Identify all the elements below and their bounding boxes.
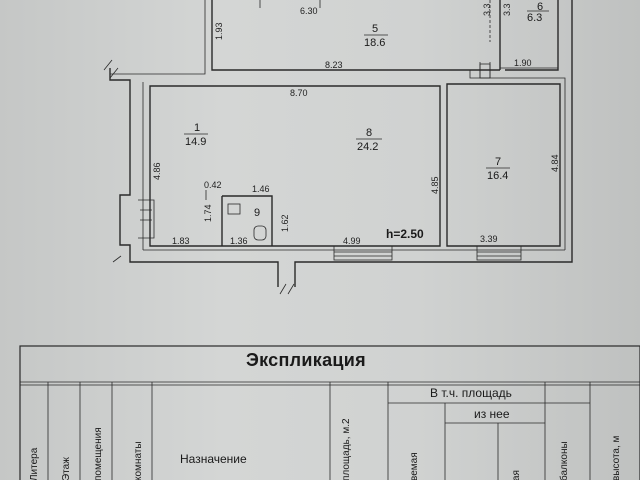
col-living: вемая [409, 452, 420, 480]
dim-top-870: 8.70 [290, 88, 308, 98]
dim-183: 1.83 [172, 236, 190, 246]
col-purpose: Назначение [180, 452, 247, 466]
group-header: В т.ч. площадь [430, 386, 512, 400]
room-6-area: 6.3 [527, 12, 542, 24]
ceiling-height-label: h=2.50 [386, 227, 424, 241]
room-5-number: 5 [372, 23, 378, 35]
col-aux: ая [511, 470, 522, 480]
room-1-number: 1 [194, 122, 200, 134]
col-area: площадь, м.2 [341, 418, 352, 480]
room-1-area: 14.9 [185, 136, 206, 148]
col-floor: Этаж [61, 457, 72, 480]
dim-146: 1.46 [252, 184, 270, 194]
room-6-number: 6 [537, 1, 543, 13]
room-5-area: 18.6 [364, 37, 385, 49]
dim-339: 3.39 [480, 234, 498, 244]
dim-162: 1.62 [280, 214, 290, 232]
dim-room5-height: 1.93 [214, 22, 224, 40]
dim-room6-width: 1.90 [514, 58, 532, 68]
dim-room6-h2: 3.3 [502, 3, 512, 16]
col-premises: помещения [93, 427, 104, 480]
dim-room5-width: 8.23 [325, 60, 343, 70]
room-8-number: 8 [366, 127, 372, 139]
sub-header: из нее [474, 407, 510, 421]
col-balconies: балконы [559, 441, 570, 480]
dim-left-486: 4.86 [152, 162, 162, 180]
dim-499: 4.99 [343, 236, 361, 246]
room-9-number: 9 [254, 207, 260, 219]
col-height: высота, м [611, 435, 622, 480]
room-7-number: 7 [495, 156, 501, 168]
dim-room6-h1: 3.3 [482, 3, 492, 16]
col-litera: Литера [29, 447, 40, 480]
dim-136: 1.36 [230, 236, 248, 246]
col-room: комнаты [133, 441, 144, 480]
dim-174: 1.74 [203, 204, 213, 222]
explication-title: Экспликация [246, 350, 366, 370]
dim-042: 0.42 [204, 180, 222, 190]
room-7-area: 16.4 [487, 170, 508, 182]
room-8-area: 24.2 [357, 141, 378, 153]
dim-485: 4.85 [430, 176, 440, 194]
dim-top-630: 6.30 [300, 6, 318, 16]
dim-484: 4.84 [550, 154, 560, 172]
